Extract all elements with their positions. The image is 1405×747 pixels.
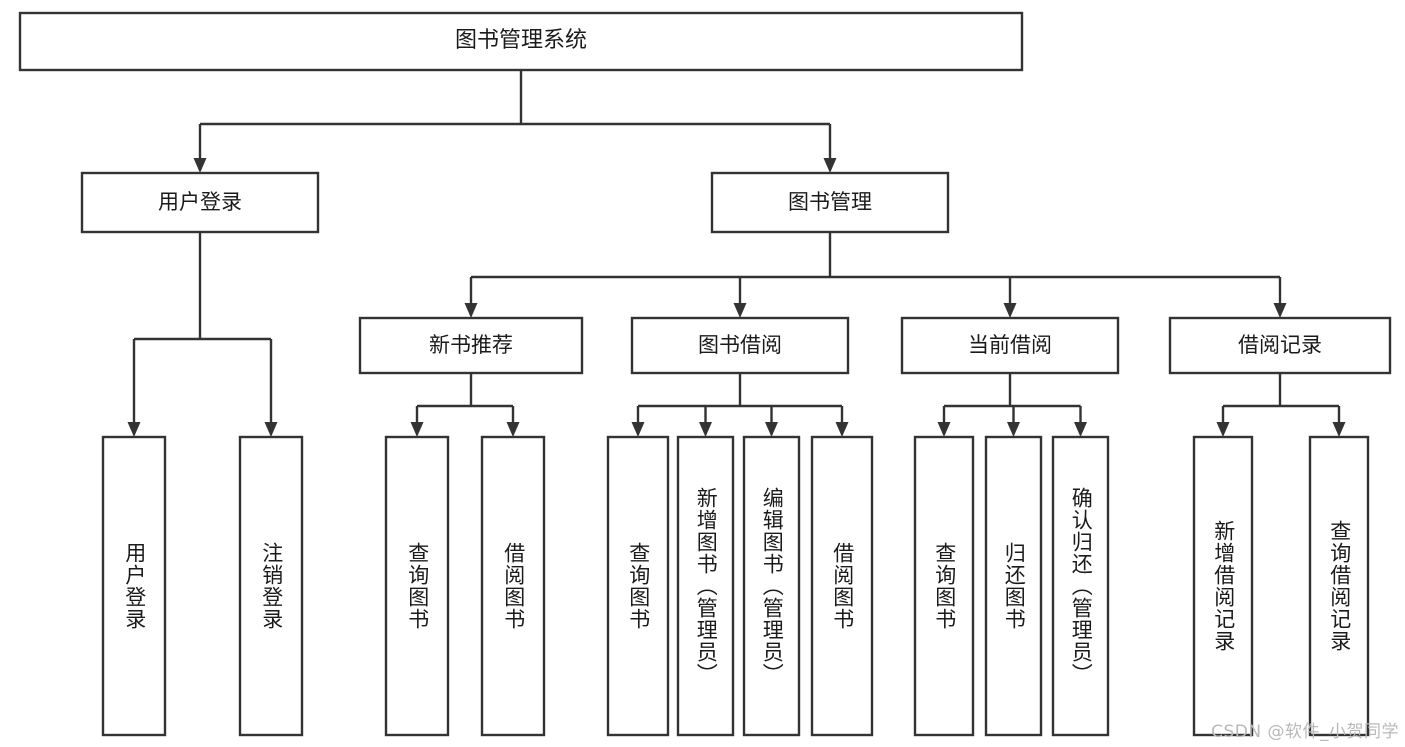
arrowhead-e-current-leaf3 [1074,422,1087,437]
node-box-leaf-edit-book[interactable] [742,435,801,737]
node-box-book-manage[interactable] [710,171,950,234]
node-box-leaf-return-book[interactable] [984,435,1043,737]
arrowhead-e-book-manage-new-book [464,303,478,318]
arrowhead-e-new-book-leaf2 [506,422,520,437]
node-box-leaf-add-borrow-record[interactable] [1192,435,1254,737]
node-box-leaf-borrow-book-rec[interactable] [480,435,546,737]
node-box-leaf-query-book-rec[interactable] [384,435,450,737]
node-box-user-login[interactable] [80,171,320,234]
node-box-leaf-query-book-borrow[interactable] [606,435,670,737]
arrowhead-e-root-user-login [193,158,207,173]
arrowhead-e-book-manage-current [1003,303,1017,318]
node-box-leaf-query-book-cur[interactable] [913,435,975,737]
node-box-leaf-logout-login[interactable] [238,435,304,737]
node-box-new-book-recommend[interactable] [358,316,584,375]
arrowhead-e-book-manage-borrow [733,303,747,318]
arrowhead-e-root-book-manage [823,158,837,173]
node-box-leaf-add-book[interactable] [676,435,735,737]
arrowhead-e-borrow-leaf4 [835,422,849,437]
node-box-leaf-confirm-return[interactable] [1051,435,1110,737]
arrowhead-e-current-leaf1 [937,422,951,437]
arrowhead-e-user-login-leaf2 [264,422,278,437]
node-box-root[interactable] [18,11,1024,72]
node-box-book-borrow[interactable] [630,316,850,375]
arrowhead-e-new-book-leaf1 [410,422,424,437]
node-box-leaf-borrow-book[interactable] [810,435,874,737]
arrowhead-e-record-leaf2 [1332,422,1346,437]
arrowhead-e-user-login-leaf1 [127,422,141,437]
arrowhead-e-borrow-leaf1 [631,422,645,437]
node-box-current-borrow[interactable] [900,316,1120,375]
node-box-leaf-user-login[interactable] [101,435,167,737]
node-box-leaf-query-borrow-record[interactable] [1308,435,1370,737]
arrowhead-e-borrow-leaf3 [765,422,778,437]
node-box-borrow-record[interactable] [1168,316,1392,375]
arrowhead-e-record-leaf1 [1216,422,1230,437]
arrowhead-e-borrow-leaf2 [699,422,712,437]
arrowhead-e-book-manage-record [1273,303,1287,318]
arrowhead-e-current-leaf2 [1007,422,1020,437]
csdn-watermark: CSDN @软件_小贺同学 [1211,722,1399,742]
